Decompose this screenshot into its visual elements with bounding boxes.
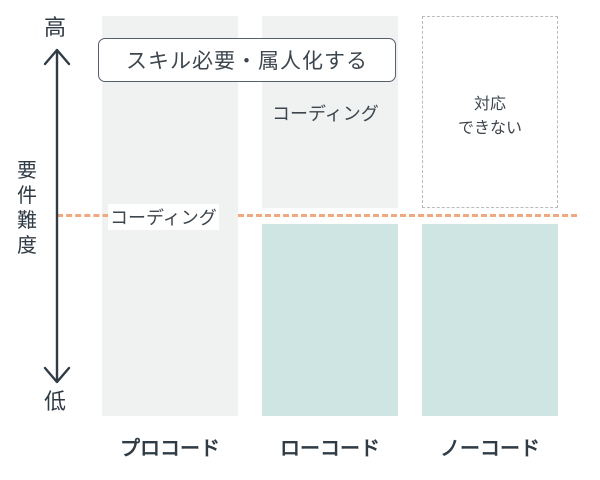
axis-difficulty-char: 要 xyxy=(17,158,37,182)
difficulty-threshold-line-right xyxy=(238,214,577,217)
nocode-unsupported-line: 対応 xyxy=(473,94,506,113)
axis-high-label: 高 xyxy=(44,16,67,41)
lowcode-coding-label: コーディング xyxy=(272,104,379,125)
axis-difficulty-char: 難 xyxy=(17,208,37,232)
nocode-column-covered xyxy=(422,224,558,416)
axis-difficulty-label: 要 件 難 度 xyxy=(14,158,40,258)
procode-column-label: プロコード xyxy=(120,436,220,460)
difficulty-threshold-line xyxy=(57,214,154,217)
procode-coding-label: コーディング xyxy=(108,204,219,230)
axis-difficulty-char: 度 xyxy=(17,233,37,257)
lowcode-column-label: ローコード xyxy=(280,436,380,460)
nocode-unsupported-label: 対応 できない xyxy=(423,92,557,140)
lowcode-column-covered xyxy=(262,224,398,416)
nocode-column-label: ノーコード xyxy=(440,436,540,460)
nocode-unsupported-box xyxy=(422,16,558,208)
skill-required-badge: スキル必要・属人化する xyxy=(98,38,396,82)
axis-difficulty-char: 件 xyxy=(17,183,37,207)
axis-low-label: 低 xyxy=(44,390,67,415)
nocode-unsupported-line: できない xyxy=(457,118,522,137)
difficulty-axis-arrow xyxy=(43,48,71,384)
